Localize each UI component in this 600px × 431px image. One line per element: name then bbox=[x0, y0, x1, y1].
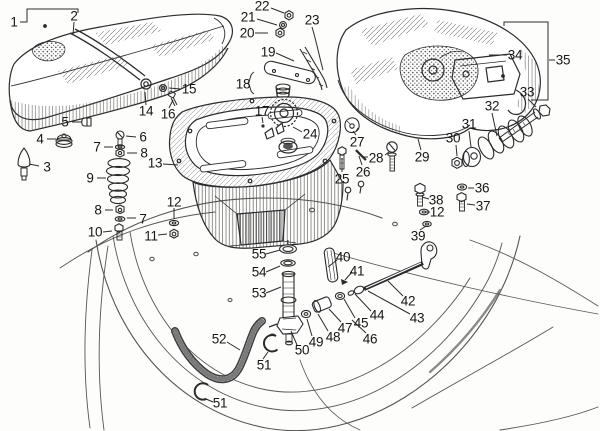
saddle-seat bbox=[336, 7, 541, 140]
left-fastener-column bbox=[17, 117, 180, 241]
callout-51b: 51 bbox=[212, 395, 228, 411]
callout-leaders bbox=[20, 7, 555, 403]
callout-14: 14 bbox=[138, 103, 154, 119]
callout-13: 13 bbox=[147, 155, 163, 171]
hose-clips bbox=[193, 333, 279, 401]
callout-54: 54 bbox=[251, 264, 267, 280]
fuel-hose bbox=[171, 317, 266, 384]
callout-51a: 51 bbox=[256, 357, 272, 373]
callout-10: 10 bbox=[87, 224, 103, 240]
callout-12b: 12 bbox=[429, 204, 445, 220]
callout-33: 33 bbox=[519, 84, 535, 100]
callout-19: 19 bbox=[260, 44, 276, 60]
callout-22: 22 bbox=[254, 0, 270, 14]
callout-26: 26 bbox=[355, 164, 371, 180]
callout-28: 28 bbox=[368, 150, 384, 166]
callout-37: 37 bbox=[475, 198, 491, 214]
callout-40: 40 bbox=[335, 249, 351, 265]
callout-38: 38 bbox=[428, 192, 444, 208]
callout-44: 44 bbox=[369, 307, 385, 323]
callout-6: 6 bbox=[139, 129, 147, 145]
callout-9: 9 bbox=[86, 170, 94, 186]
callout-50: 50 bbox=[294, 342, 310, 358]
fuel-tank-assembly bbox=[168, 96, 344, 249]
callout-47: 47 bbox=[337, 320, 353, 336]
callout-21: 21 bbox=[240, 9, 256, 25]
callout-46: 46 bbox=[362, 331, 378, 347]
callout-12a: 12 bbox=[166, 194, 182, 210]
callout-52: 52 bbox=[211, 331, 227, 347]
callout-20: 20 bbox=[239, 25, 255, 41]
callout-27: 27 bbox=[349, 134, 365, 150]
callout-24: 24 bbox=[302, 126, 318, 142]
callout-39: 39 bbox=[410, 228, 426, 244]
callout-7a: 7 bbox=[93, 139, 101, 155]
callout-48: 48 bbox=[325, 329, 341, 345]
callout-43: 43 bbox=[409, 310, 425, 326]
callout-11: 11 bbox=[144, 228, 158, 244]
callout-29: 29 bbox=[414, 149, 430, 165]
callout-18: 18 bbox=[235, 76, 251, 92]
callout-17: 17 bbox=[254, 103, 270, 119]
frame-outline bbox=[59, 180, 599, 431]
callout-32: 32 bbox=[484, 98, 500, 114]
callout-8a: 8 bbox=[140, 145, 148, 161]
callout-42: 42 bbox=[400, 293, 416, 309]
callout-45: 45 bbox=[353, 315, 369, 331]
callout-36: 36 bbox=[474, 180, 490, 196]
callout-5: 5 bbox=[61, 114, 69, 130]
callout-41: 41 bbox=[349, 263, 365, 279]
callout-53: 53 bbox=[251, 285, 267, 301]
callout-49: 49 bbox=[308, 334, 324, 350]
callout-25: 25 bbox=[334, 171, 350, 187]
callout-34: 34 bbox=[507, 47, 523, 63]
callout-35: 35 bbox=[555, 52, 571, 68]
callout-30: 30 bbox=[445, 130, 461, 146]
callout-16: 16 bbox=[160, 106, 176, 122]
callout-23: 23 bbox=[304, 12, 320, 28]
callout-1: 1 bbox=[10, 14, 18, 30]
callout-31: 31 bbox=[461, 116, 477, 132]
callout-55: 55 bbox=[251, 246, 267, 262]
seat-lock-parts bbox=[263, 9, 328, 99]
callout-4: 4 bbox=[36, 131, 44, 147]
callout-2: 2 bbox=[70, 8, 78, 24]
callout-3: 3 bbox=[43, 159, 51, 175]
callout-7b: 7 bbox=[139, 211, 147, 227]
callout-8b: 8 bbox=[94, 202, 102, 218]
callout-15: 15 bbox=[181, 81, 197, 97]
saddle-spring-kit bbox=[414, 104, 551, 228]
bench-seat bbox=[8, 13, 234, 132]
